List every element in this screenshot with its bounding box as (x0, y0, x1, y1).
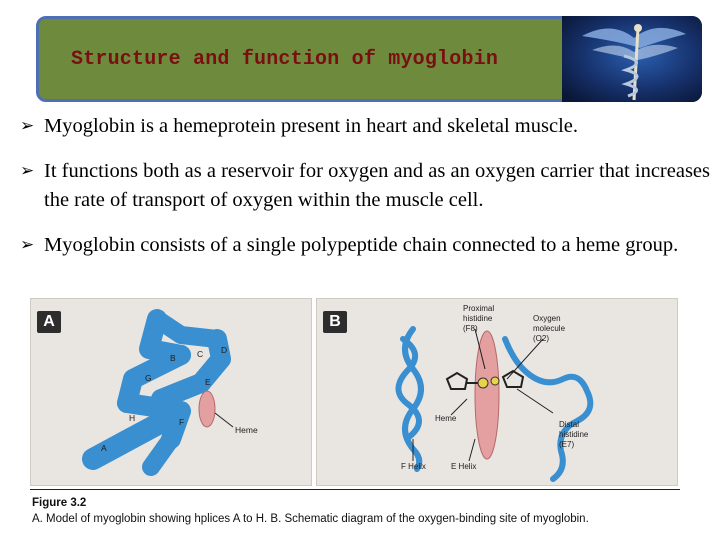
oxygen-binding-site-diagram: Proximal histidine (F8) Oxygen molecule … (395, 304, 594, 482)
helix-label: D (221, 345, 227, 355)
caduceus-logo (562, 16, 702, 102)
distal-label: histidine (559, 430, 589, 439)
proximal-label: histidine (463, 314, 493, 323)
panel-b: B Proximal histidine (F8) Oxyge (316, 298, 678, 486)
helix-label: H (129, 413, 135, 423)
figure-number: Figure 3.2 (32, 497, 87, 509)
heme-label: Heme (235, 425, 258, 435)
helix-label: F (179, 417, 184, 427)
bullet-item: ➢ Myoglobin consists of a single polypep… (20, 231, 710, 260)
panel-a-tag: A (37, 311, 61, 333)
f-helix-label: F Helix (401, 462, 426, 471)
proximal-label: Proximal (463, 304, 494, 313)
arrow-bullet-icon: ➢ (20, 161, 35, 181)
caption-rule (30, 489, 680, 490)
oxygen-label: Oxygen (533, 314, 561, 323)
bullet-item: ➢ Myoglobin is a hemeprotein present in … (20, 112, 710, 141)
helix-label: E (205, 377, 211, 387)
panel-b-tag: B (323, 311, 347, 333)
heme-disc (198, 390, 216, 428)
helix-label: G (145, 373, 152, 383)
panel-a: A A B C D E F G H (30, 298, 312, 486)
bullet-text: It functions both as a reservoir for oxy… (44, 160, 710, 211)
bullet-text: Myoglobin consists of a single polypepti… (44, 234, 679, 256)
arrow-bullet-icon: ➢ (20, 235, 35, 255)
myoglobin-ribbon-model: A B C D E F G H Heme (82, 309, 258, 476)
arrow-bullet-icon: ➢ (20, 116, 35, 136)
heme-label: Heme (435, 414, 457, 423)
e-helix-label: E Helix (451, 462, 476, 471)
oxygen-label: (O2) (533, 334, 549, 343)
slide-title: Structure and function of myoglobin (71, 48, 499, 71)
distal-label: Distal (559, 420, 579, 429)
oxygen-label: molecule (533, 324, 566, 333)
bullet-text: Myoglobin is a hemeprotein present in he… (44, 115, 578, 137)
bullet-item: ➢ It functions both as a reservoir for o… (20, 157, 710, 215)
heme-disc (474, 330, 500, 460)
figure-caption: A. Model of myoglobin showing hplices A … (32, 513, 589, 525)
helix-label: B (170, 353, 176, 363)
helix-label: C (197, 349, 203, 359)
proximal-label: (F8) (463, 324, 478, 333)
myoglobin-figure: A A B C D E F G H (26, 296, 682, 532)
distal-label: (E7) (559, 440, 574, 449)
bullet-list: ➢ Myoglobin is a hemeprotein present in … (20, 112, 710, 276)
helix-label: A (101, 443, 107, 453)
